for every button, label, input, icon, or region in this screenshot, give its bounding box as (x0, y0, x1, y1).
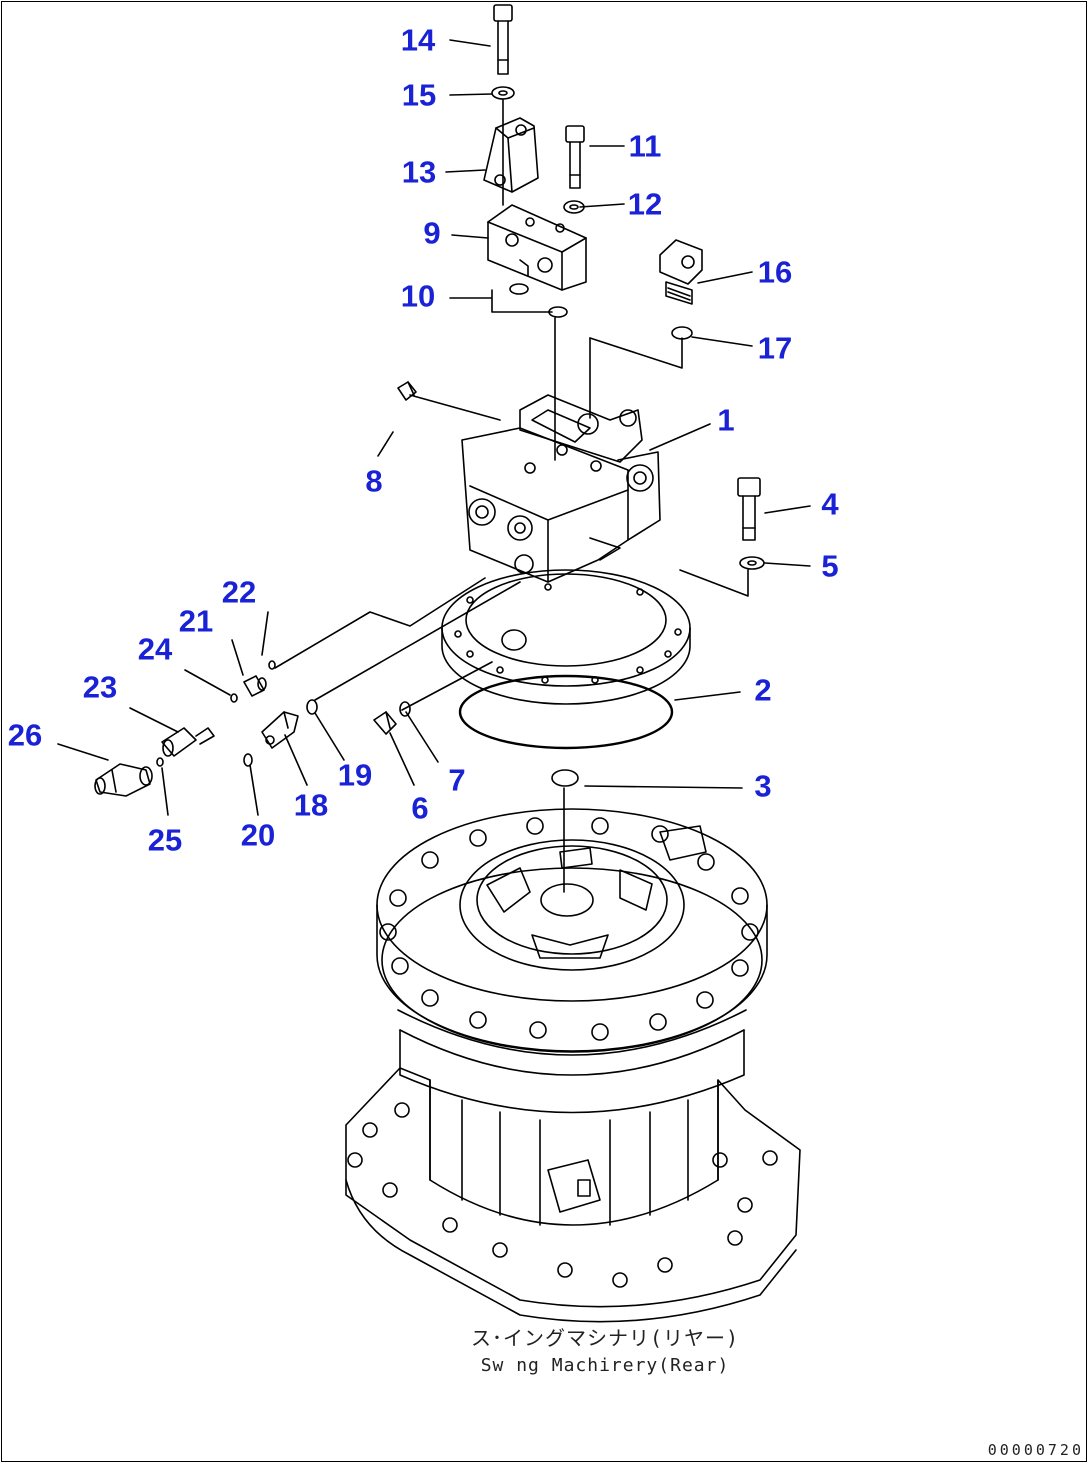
part-18-elbow-fitting (261, 711, 299, 749)
part-8-plug (397, 381, 417, 401)
callout-18: 18 (293, 787, 329, 823)
callout-7: 7 (448, 762, 466, 798)
drawing-number: 00000720 (987, 1441, 1084, 1459)
callout-26: 26 (7, 717, 43, 753)
part-3-o-ring (551, 769, 579, 787)
part-21-adapter (243, 675, 267, 697)
callout-12: 12 (627, 186, 663, 222)
callout-13: 13 (401, 154, 437, 190)
caption-japanese: ス･イングマシナリ(リヤー) (470, 1326, 740, 1350)
callout-22: 22 (221, 574, 257, 610)
part-24-o-ring (230, 693, 238, 703)
callout-19: 19 (337, 757, 373, 793)
callout-9: 9 (423, 215, 441, 251)
callout-23: 23 (82, 669, 118, 705)
part-23-sensor (161, 727, 215, 757)
callout-25: 25 (147, 822, 183, 858)
callout-3: 3 (754, 768, 772, 804)
part-20-o-ring (243, 753, 253, 767)
callout-10: 10 (400, 278, 436, 314)
part-25-o-ring (156, 757, 164, 767)
caption-english: Sw ng Machirery(Rear) (480, 1355, 730, 1376)
callout-2: 2 (754, 672, 772, 708)
leader-lines (57, 39, 811, 893)
part-22-o-ring (268, 660, 276, 670)
part-10-o-rings (509, 283, 568, 318)
callout-5: 5 (821, 548, 839, 584)
callout-20: 20 (240, 817, 276, 853)
part-26-connector (94, 763, 153, 797)
part-5-washer (739, 556, 765, 570)
callout-11: 11 (628, 128, 662, 164)
part-7-o-ring (399, 701, 411, 717)
callout-16: 16 (757, 254, 793, 290)
callout-15: 15 (401, 77, 437, 113)
callout-17: 17 (757, 330, 793, 366)
part-6-plug (373, 711, 397, 735)
part-14-bolt (493, 4, 513, 75)
part-2-o-ring (458, 674, 674, 750)
part-13-bracket (483, 117, 539, 193)
callout-14: 14 (400, 22, 436, 58)
callout-21: 21 (178, 603, 214, 639)
callout-24: 24 (137, 631, 173, 667)
part-1-swing-motor (461, 394, 661, 583)
swing-machinery-housing (345, 808, 801, 1323)
part-17-o-ring (671, 326, 693, 340)
callout-4: 4 (821, 486, 839, 522)
part-11-bolt (565, 125, 585, 189)
callout-6: 6 (411, 790, 429, 826)
callout-1: 1 (717, 402, 735, 438)
callout-8: 8 (365, 463, 383, 499)
part-16-fitting (659, 239, 703, 305)
part-19-o-ring (306, 699, 318, 715)
part-4-bolt (737, 477, 761, 541)
part-12-washer (563, 200, 585, 214)
part-9-valve-block (487, 204, 587, 291)
motor-flange (441, 569, 691, 705)
